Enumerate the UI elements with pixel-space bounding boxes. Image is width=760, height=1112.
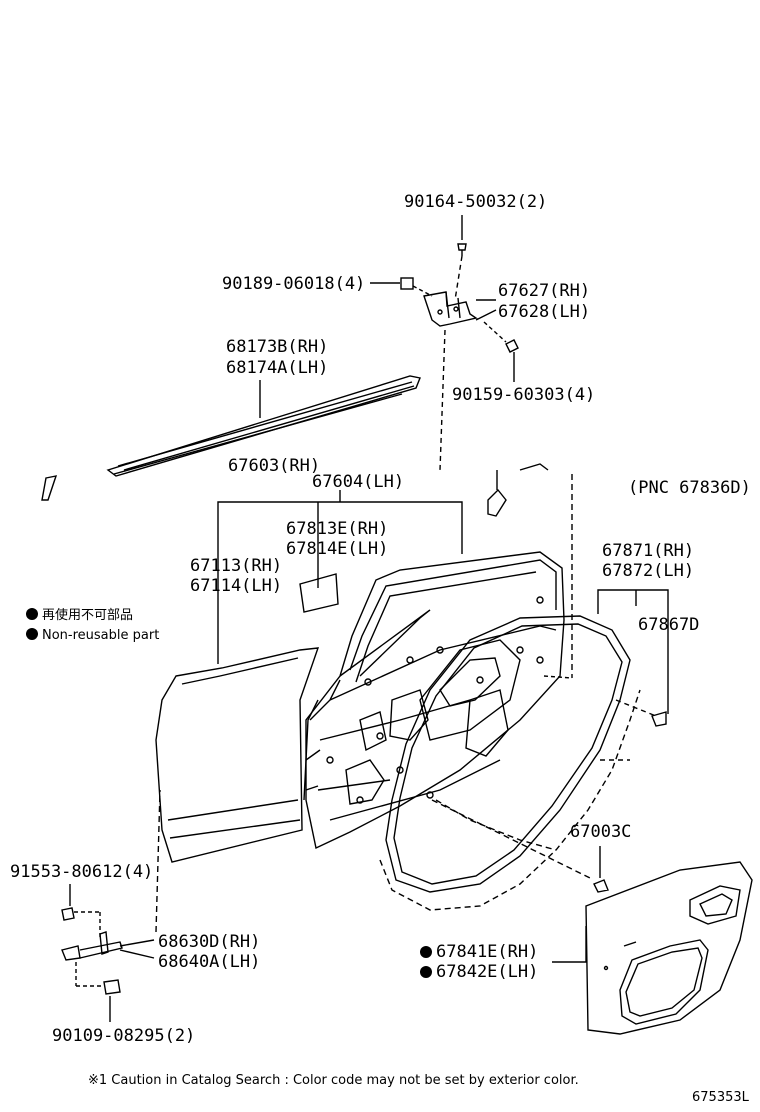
legend-en-text: Non-reusable part (42, 628, 160, 643)
label-67842E-text: 67842E(LH) (436, 962, 539, 982)
label-67841E-text: 67841E(RH) (436, 942, 539, 962)
label-90159-60303: 90159-60303(4) (452, 385, 596, 405)
door-weatherstrip-drawing (385, 615, 631, 893)
check-bolt-drawing (61, 907, 75, 921)
hinge-clip-drawing (400, 277, 414, 290)
legend-jp: 再使用不可部品 (26, 608, 133, 624)
label-90189-06018: 90189-06018(4) (222, 274, 366, 294)
legend-en: Non-reusable part (26, 628, 159, 644)
label-90164-50032: 90164-50032(2) (404, 192, 548, 212)
door-check-drawing (61, 931, 123, 961)
legend-dot (26, 608, 38, 620)
label-67603: 67603(RH) (228, 456, 321, 476)
window-film-drawing (299, 573, 339, 613)
legend-jp-text: 再使用不可部品 (42, 608, 134, 623)
label-67841E: 67841E(RH) (420, 942, 538, 962)
door-hinge-drawing (423, 291, 478, 327)
weatherstrip-clip-drawing (651, 711, 667, 727)
belt-moulding-drawing (106, 375, 421, 477)
non-reusable-marker (420, 946, 432, 958)
door-outer-panel-drawing (155, 647, 320, 863)
legend-dot (26, 628, 38, 640)
label-pnc-67836D: (PNC 67836D) (628, 478, 751, 498)
label-67867D: 67867D (638, 615, 700, 635)
label-90109-08295: 90109-08295(2) (52, 1026, 196, 1046)
label-67627: 67627(RH) (498, 281, 591, 301)
label-67872: 67872(LH) (602, 561, 695, 581)
label-67114: 67114(LH) (190, 576, 283, 596)
label-68173B: 68173B(RH) (226, 337, 329, 357)
label-67003C: 67003C (570, 822, 632, 842)
label-68174A: 68174A(LH) (226, 358, 329, 378)
caution-note: ※1 Caution in Catalog Search : Color cod… (88, 1073, 579, 1088)
non-reusable-marker (420, 966, 432, 978)
label-67813E: 67813E(RH) (286, 519, 389, 539)
label-67113: 67113(RH) (190, 556, 283, 576)
label-67814E: 67814E(LH) (286, 539, 389, 559)
label-67604: 67604(LH) (312, 472, 405, 492)
label-68630D: 68630D(RH) (158, 932, 261, 952)
label-68640A: 68640A(LH) (158, 952, 261, 972)
illustration-code: 675353L (692, 1090, 749, 1105)
label-91553-80612: 91553-80612(4) (10, 862, 154, 882)
door-inner-frame-drawing (303, 551, 565, 850)
check-mount-bolt-drawing (103, 979, 121, 995)
service-hole-cover-drawing (585, 861, 753, 1035)
label-67628: 67628(LH) (498, 302, 591, 322)
hole-plug-drawing (593, 879, 609, 893)
label-67871: 67871(RH) (602, 541, 695, 561)
hinge-bolt-drawing (457, 243, 467, 256)
label-67842E: 67842E(LH) (420, 962, 538, 982)
